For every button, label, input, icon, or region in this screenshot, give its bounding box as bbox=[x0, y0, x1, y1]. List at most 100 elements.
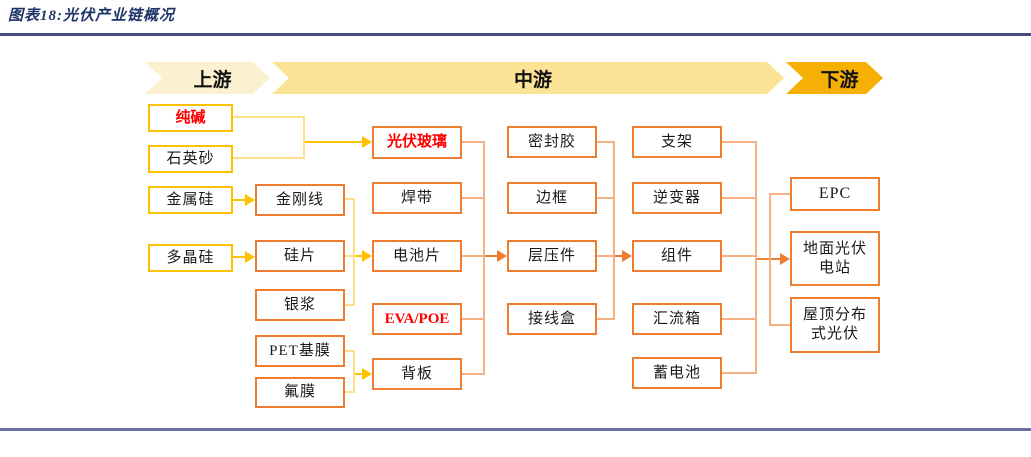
arrowhead-icon bbox=[622, 250, 632, 262]
connector-line bbox=[305, 141, 363, 143]
stage-downstream-label: 下游 bbox=[820, 69, 859, 91]
node-module-label: 组件 bbox=[660, 247, 693, 264]
connector-line bbox=[462, 197, 484, 199]
node-backsheet: 背板 bbox=[372, 358, 462, 390]
figure-title: 图表18:光伏产业链概况 bbox=[8, 8, 175, 24]
stage-downstream: 下游 bbox=[786, 62, 883, 94]
connector-line bbox=[597, 197, 614, 199]
node-frame-label: 边框 bbox=[535, 189, 568, 206]
node-solar-cell-label: 电池片 bbox=[392, 247, 441, 264]
node-sealant: 密封胶 bbox=[507, 126, 597, 158]
node-bracket-label: 支架 bbox=[660, 133, 693, 150]
connector-line bbox=[771, 193, 790, 195]
connector-line bbox=[722, 255, 756, 257]
node-junction-box-label: 接线盒 bbox=[527, 310, 576, 327]
stage-midstream-label: 中游 bbox=[513, 69, 552, 91]
node-soda-ash: 纯碱 bbox=[148, 104, 233, 132]
node-sealant-label: 密封胶 bbox=[527, 133, 576, 150]
connector-line bbox=[757, 258, 780, 260]
node-pet-base-film-label: PET基膜 bbox=[269, 342, 331, 359]
connector-line bbox=[722, 141, 756, 143]
node-polysilicon: 多晶硅 bbox=[148, 244, 233, 272]
connector-line bbox=[462, 318, 484, 320]
node-solar-cell: 电池片 bbox=[372, 240, 462, 272]
node-pv-glass-label: 光伏玻璃 bbox=[386, 134, 447, 151]
connector-line bbox=[233, 199, 246, 201]
node-quartz-sand-label: 石英砂 bbox=[166, 150, 215, 167]
title-divider bbox=[0, 33, 1031, 36]
node-diamond-wire: 金刚线 bbox=[255, 184, 345, 216]
connector-line bbox=[769, 193, 771, 326]
connector-line bbox=[462, 141, 484, 143]
connector-line bbox=[345, 255, 355, 257]
node-eva-poe: EVA/POE bbox=[372, 303, 462, 335]
node-eva-poe-label: EVA/POE bbox=[384, 310, 450, 327]
node-inverter-label: 逆变器 bbox=[652, 189, 701, 206]
connector-line bbox=[462, 255, 484, 257]
node-rooftop-distributed-pv-label: 屋顶分布 式光伏 bbox=[802, 307, 867, 342]
node-epc-label: EPC bbox=[818, 185, 852, 202]
node-laminate: 层压件 bbox=[507, 240, 597, 272]
node-storage-battery-label: 蓄电池 bbox=[652, 364, 701, 381]
node-pv-glass: 光伏玻璃 bbox=[372, 126, 462, 159]
connector-line bbox=[345, 304, 355, 306]
node-soda-ash-label: 纯碱 bbox=[175, 109, 206, 126]
connector-line bbox=[353, 198, 355, 306]
arrowhead-icon bbox=[245, 194, 255, 206]
connector-line bbox=[345, 391, 355, 393]
node-bracket: 支架 bbox=[632, 126, 722, 158]
connector-line bbox=[615, 255, 623, 257]
node-metal-silicon: 金属硅 bbox=[148, 186, 233, 214]
connector-line bbox=[597, 141, 614, 143]
node-inverter: 逆变器 bbox=[632, 182, 722, 214]
stage-upstream-label: 上游 bbox=[193, 69, 232, 91]
node-rooftop-distributed-pv: 屋顶分布 式光伏 bbox=[790, 297, 880, 353]
connector-line bbox=[462, 373, 484, 375]
connector-line bbox=[597, 318, 614, 320]
stage-upstream: 上游 bbox=[145, 62, 270, 94]
connector-line bbox=[755, 141, 757, 374]
connector-line bbox=[613, 141, 615, 320]
stage-midstream: 中游 bbox=[272, 62, 784, 94]
node-solder-ribbon-label: 焊带 bbox=[400, 189, 433, 206]
node-module: 组件 bbox=[632, 240, 722, 272]
connector-line bbox=[722, 372, 756, 374]
node-ground-pv-station-label: 地面光伏 电站 bbox=[802, 240, 867, 276]
connector-line bbox=[485, 255, 497, 257]
connector-line bbox=[355, 255, 363, 257]
node-fluorine-film-label: 氟膜 bbox=[283, 384, 316, 401]
node-silver-paste-label: 银浆 bbox=[283, 296, 316, 313]
connector-line bbox=[345, 350, 355, 352]
node-epc: EPC bbox=[790, 177, 880, 211]
connector-line bbox=[233, 157, 305, 159]
node-combiner-box: 汇流箱 bbox=[632, 303, 722, 335]
bottom-divider bbox=[0, 428, 1031, 431]
node-solder-ribbon: 焊带 bbox=[372, 182, 462, 214]
node-quartz-sand: 石英砂 bbox=[148, 145, 233, 173]
arrowhead-icon bbox=[362, 250, 372, 262]
connector-line bbox=[483, 141, 485, 375]
connector-line bbox=[597, 255, 614, 257]
node-combiner-box-label: 汇流箱 bbox=[652, 310, 701, 327]
connector-line bbox=[303, 116, 305, 159]
node-diamond-wire-label: 金刚线 bbox=[275, 191, 324, 208]
connector-line bbox=[233, 116, 305, 118]
arrowhead-icon bbox=[245, 251, 255, 263]
arrowhead-icon bbox=[497, 250, 507, 262]
connector-line bbox=[771, 324, 790, 326]
node-polysilicon-label: 多晶硅 bbox=[166, 249, 215, 266]
arrowhead-icon bbox=[780, 253, 790, 265]
connector-line bbox=[353, 350, 355, 393]
node-silicon-wafer: 硅片 bbox=[255, 240, 345, 272]
node-fluorine-film: 氟膜 bbox=[255, 377, 345, 408]
connector-line bbox=[355, 373, 363, 375]
connector-line bbox=[722, 318, 756, 320]
node-metal-silicon-label: 金属硅 bbox=[166, 191, 215, 208]
node-silver-paste: 银浆 bbox=[255, 289, 345, 321]
node-storage-battery: 蓄电池 bbox=[632, 357, 722, 389]
node-pet-base-film: PET基膜 bbox=[255, 335, 345, 367]
node-laminate-label: 层压件 bbox=[527, 247, 576, 264]
node-frame: 边框 bbox=[507, 182, 597, 214]
node-ground-pv-station: 地面光伏 电站 bbox=[790, 231, 880, 286]
node-silicon-wafer-label: 硅片 bbox=[283, 247, 316, 264]
